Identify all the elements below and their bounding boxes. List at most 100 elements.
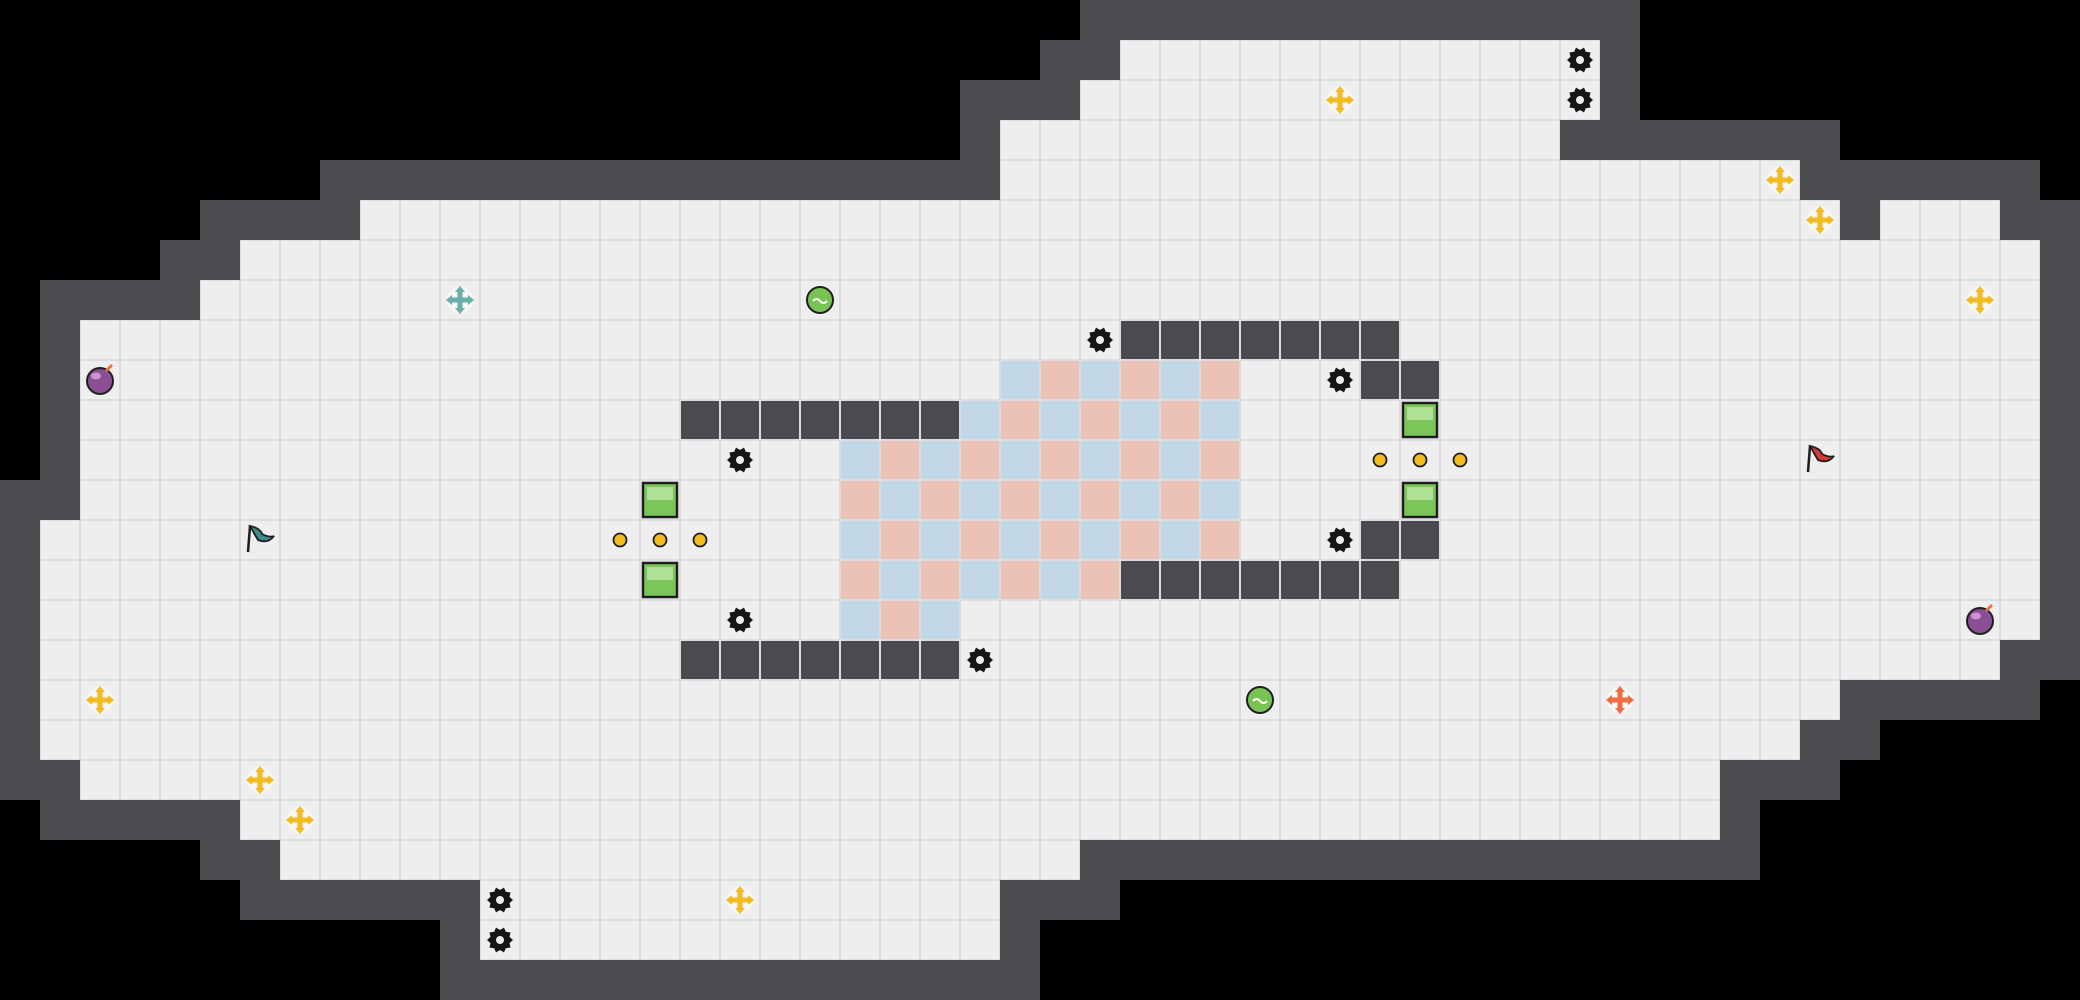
grid-cell (1520, 160, 1560, 200)
floor-tile (240, 320, 280, 360)
grid-cell (1720, 160, 1760, 200)
grid-cell (800, 440, 840, 480)
grid-cell (560, 440, 600, 480)
grid-cell (400, 640, 440, 680)
grid-cell (1200, 400, 1240, 440)
floor-tile (1720, 360, 1760, 400)
floor-tile (840, 920, 880, 960)
bomb-shine (91, 372, 101, 380)
pressure-pad-tile (960, 480, 1000, 520)
grid-cell (440, 280, 480, 320)
floor-tile (1040, 800, 1080, 840)
move-cross-horizontal (1329, 97, 1351, 103)
floor-tile (1200, 760, 1240, 800)
floor-tile (400, 840, 440, 880)
floor-tile (760, 720, 800, 760)
grid-cell (1320, 360, 1360, 400)
floor-tile (1320, 760, 1360, 800)
pressure-pad-tile (1080, 480, 1120, 520)
grid-cell (440, 680, 480, 720)
floor-tile (1520, 200, 1560, 240)
crate-block[interactable] (1401, 481, 1439, 519)
floor-tile (1240, 240, 1280, 280)
grid-cell (1600, 320, 1640, 360)
floor-tile (560, 440, 600, 480)
floor-tile (840, 240, 880, 280)
grid-cell (1720, 320, 1760, 360)
floor-tile (1840, 600, 1880, 640)
floor-tile (520, 240, 560, 280)
grid-cell (1200, 440, 1240, 480)
wall-tile (840, 160, 880, 200)
move-cross-icon (1966, 286, 1994, 314)
crate-block[interactable] (641, 561, 679, 599)
grid-cell (760, 680, 800, 720)
floor-tile (40, 720, 80, 760)
move-cross-arrowhead (1806, 215, 1812, 225)
floor-tile (1640, 480, 1680, 520)
grid-cell (880, 240, 920, 280)
floor-tile (1640, 560, 1680, 600)
grid-cell (1240, 520, 1280, 560)
floor-tile (1320, 800, 1360, 840)
grid-cell (760, 800, 800, 840)
grid-cell (960, 880, 1000, 920)
pressure-pad-tile (1000, 480, 1040, 520)
floor-tile (400, 760, 440, 800)
grid-cell (80, 760, 120, 800)
grid-cell (960, 800, 1000, 840)
wall-tile (920, 160, 960, 200)
floor-tile (1760, 400, 1800, 440)
grid-cell (1880, 360, 1920, 400)
grid-cell (120, 400, 160, 440)
grid-cell (1360, 680, 1400, 720)
grid-cell (280, 680, 320, 720)
grid-cell (1440, 80, 1480, 120)
floor-tile (1440, 200, 1480, 240)
floor-tile (520, 840, 560, 880)
floor-tile (1240, 640, 1280, 680)
grid-cell (320, 720, 360, 760)
grid-cell (880, 640, 920, 680)
floor-tile (160, 640, 200, 680)
wall-tile (1480, 0, 1520, 40)
crate-block[interactable] (641, 481, 679, 519)
floor-tile (440, 840, 480, 880)
wall-tile (1520, 0, 1560, 40)
floor-tile (280, 560, 320, 600)
floor-tile (1040, 600, 1080, 640)
grid-cell (1640, 360, 1680, 400)
floor-tile (1320, 160, 1360, 200)
pressure-pad-tile (1000, 400, 1040, 440)
wall-tile (0, 640, 40, 680)
grid-cell (1600, 560, 1640, 600)
floor-tile (1160, 40, 1200, 80)
floor-tile (480, 440, 520, 480)
floor-tile (1080, 760, 1120, 800)
floor-tile (120, 680, 160, 720)
grid-cell (1600, 360, 1640, 400)
grid-cell (600, 720, 640, 760)
grid-cell (400, 200, 440, 240)
grid-cell (200, 600, 240, 640)
floor-tile (1640, 400, 1680, 440)
grid-cell (840, 840, 880, 880)
crate-block[interactable] (1401, 401, 1439, 439)
floor-tile (2000, 480, 2040, 520)
floor-tile (1920, 480, 1960, 520)
wall-tile (1480, 840, 1520, 880)
grid-cell (1000, 120, 1040, 160)
grid-cell (720, 560, 760, 600)
grid-cell (240, 240, 280, 280)
floor-tile (1520, 560, 1560, 600)
grid-cell (1680, 760, 1720, 800)
floor-tile (720, 840, 760, 880)
floor-tile (120, 320, 160, 360)
floor-tile (1600, 200, 1640, 240)
wall-tile (1640, 840, 1680, 880)
grid-cell (760, 760, 800, 800)
floor-tile (1000, 240, 1040, 280)
grid-cell (1440, 120, 1480, 160)
grid-cell (1280, 240, 1320, 280)
